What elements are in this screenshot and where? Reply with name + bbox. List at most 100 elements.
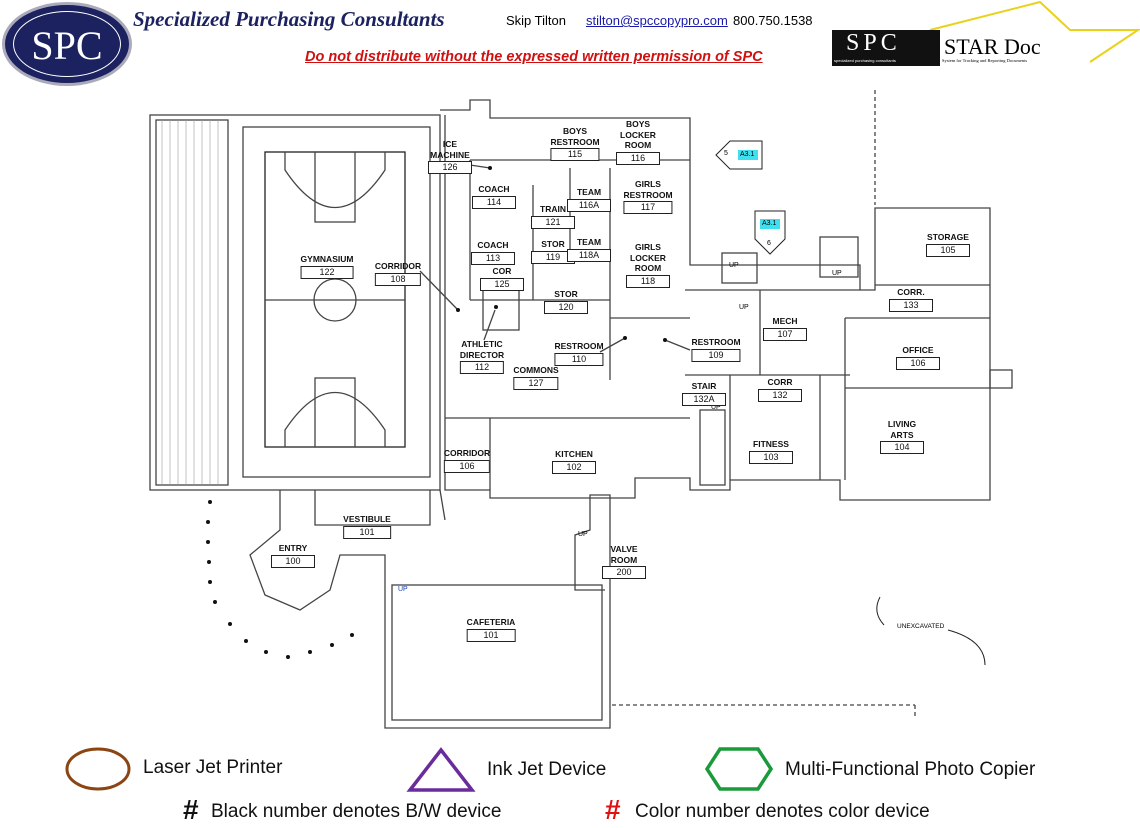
star-logo-sub2: System for Tracking and Reporting Docume… — [942, 58, 1028, 63]
room-name: ICE MACHINE — [430, 139, 470, 160]
logo-text: SPC — [31, 23, 103, 68]
room-number: 110 — [554, 352, 604, 366]
legend-bw-hash: # — [183, 794, 199, 825]
room-number: 102 — [552, 460, 596, 474]
contact-email[interactable]: stilton@spccopypro.com — [586, 13, 728, 28]
star-doc-logo: SPC specialized purchasing consultants S… — [830, 0, 1140, 70]
room-number: 122 — [300, 265, 354, 279]
room-name: TRAIN — [540, 204, 566, 214]
marker-5-number: 5 — [724, 150, 728, 157]
room-number: 107 — [763, 327, 807, 341]
room-number: 117 — [623, 201, 673, 214]
room-number: 121 — [531, 215, 575, 229]
room-number: 112 — [459, 361, 505, 374]
unexcavated-label: UNEXCAVATED — [897, 623, 945, 630]
up-label: UP — [739, 304, 749, 311]
room-name: RESTROOM — [691, 337, 741, 347]
star-outline-icon — [929, 0, 1140, 63]
room-number: 132 — [758, 388, 802, 402]
room-name: RESTROOM — [554, 341, 604, 351]
mfp-icon — [704, 747, 774, 791]
room-name: COACH — [477, 240, 509, 250]
room-name: TEAM — [576, 237, 602, 247]
room-name: CORR — [767, 377, 793, 387]
room-number: 118 — [626, 274, 670, 288]
room-number: 200 — [602, 566, 646, 579]
room-name: COMMONS — [513, 365, 559, 375]
up-label: UP — [398, 586, 408, 593]
room-number: 108 — [374, 272, 422, 286]
room-name: FITNESS — [753, 439, 789, 449]
room-number: 101 — [466, 628, 516, 642]
up-label: UP — [578, 531, 588, 538]
room-name: BOYS LOCKER ROOM — [620, 119, 656, 150]
room-name: CAFETERIA — [466, 617, 516, 627]
room-number: 109 — [691, 348, 741, 362]
room-number: 127 — [513, 376, 559, 390]
room-name: LIVING ARTS — [887, 419, 917, 440]
marker-6-ref: A3.1 — [762, 220, 777, 227]
room-name: STORAGE — [927, 232, 969, 242]
star-logo-title: STAR Doc — [944, 34, 1041, 59]
room-name: OFFICE — [902, 345, 934, 355]
room-name: GIRLS LOCKER ROOM — [630, 242, 666, 273]
room-number: 120 — [544, 300, 588, 314]
room-number: 103 — [749, 450, 793, 464]
room-name: VESTIBULE — [343, 514, 391, 524]
room-name: COR — [492, 266, 512, 276]
room-name: MECH — [772, 316, 798, 326]
distribution-warning: Do not distribute without the expressed … — [305, 49, 763, 65]
company-name: Specialized Purchasing Consultants — [133, 7, 445, 31]
room-number: 100 — [271, 554, 315, 568]
room-name: CORRIDOR — [374, 261, 422, 271]
room-number: 115 — [550, 148, 600, 161]
room-name: VALVE ROOM — [610, 544, 638, 565]
room-number: 132A — [682, 392, 726, 406]
legend-color-note: Color number denotes color device — [635, 801, 930, 822]
up-label: UP — [832, 270, 842, 277]
marker-5-ref: A3.1 — [740, 151, 755, 158]
room-number: 105 — [926, 243, 970, 257]
room-name: ENTRY — [278, 543, 308, 553]
room-number: 106 — [896, 356, 940, 370]
legend-bw-note: Black number denotes B/W device — [211, 801, 502, 822]
section-marker-6 — [754, 210, 786, 255]
room-name: GIRLS RESTROOM — [623, 179, 673, 200]
star-logo-sub1: specialized purchasing consultants — [834, 58, 896, 63]
spc-logo: SPC — [2, 2, 132, 86]
room-name: STAIR — [691, 381, 717, 391]
room-number: 114 — [472, 195, 516, 209]
room-number: 106 — [443, 459, 491, 473]
room-name: ATHLETIC DIRECTOR — [459, 339, 505, 360]
legend-mfp-label: Multi-Functional Photo Copier — [785, 759, 1036, 780]
ink-jet-icon — [406, 747, 476, 792]
contact-name: Skip Tilton — [506, 13, 566, 28]
room-name: STOR — [554, 289, 578, 299]
exterior-dots — [206, 500, 354, 659]
